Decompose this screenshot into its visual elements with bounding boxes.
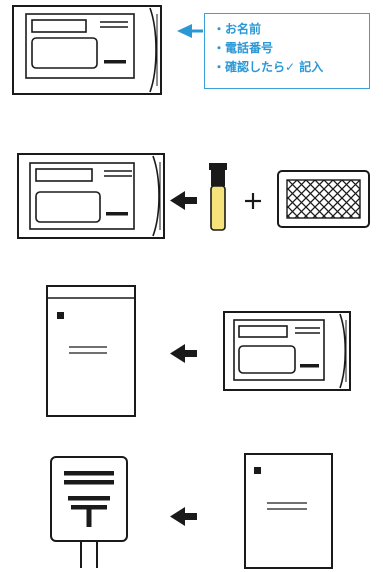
step-3-arrow-left-icon — [170, 344, 197, 363]
sample-tube-icon — [209, 163, 227, 230]
instruction-check: 確認したら✓ 記入 — [213, 58, 323, 77]
plus-icon — [245, 193, 261, 209]
instruction-name: お名前 — [213, 20, 323, 39]
step-2-envelope-icon — [18, 154, 164, 238]
step-3-envelope-icon — [224, 312, 350, 390]
absorbent-sheet-icon — [278, 171, 369, 227]
instruction-list: お名前 電話番号 確認したら✓ 記入 — [213, 20, 323, 77]
step-4-arrow-left-icon — [170, 507, 197, 526]
fill-in-instructions-box: お名前 電話番号 確認したら✓ 記入 — [204, 13, 370, 89]
step-1-arrow-left-icon — [177, 24, 203, 38]
return-envelope-icon — [47, 286, 135, 416]
step-2-arrow-left-icon — [170, 191, 197, 210]
step-1-envelope-icon — [13, 6, 161, 94]
postbox-icon — [51, 457, 127, 568]
instruction-phone: 電話番号 — [213, 39, 323, 58]
mail-document-icon — [245, 454, 332, 568]
